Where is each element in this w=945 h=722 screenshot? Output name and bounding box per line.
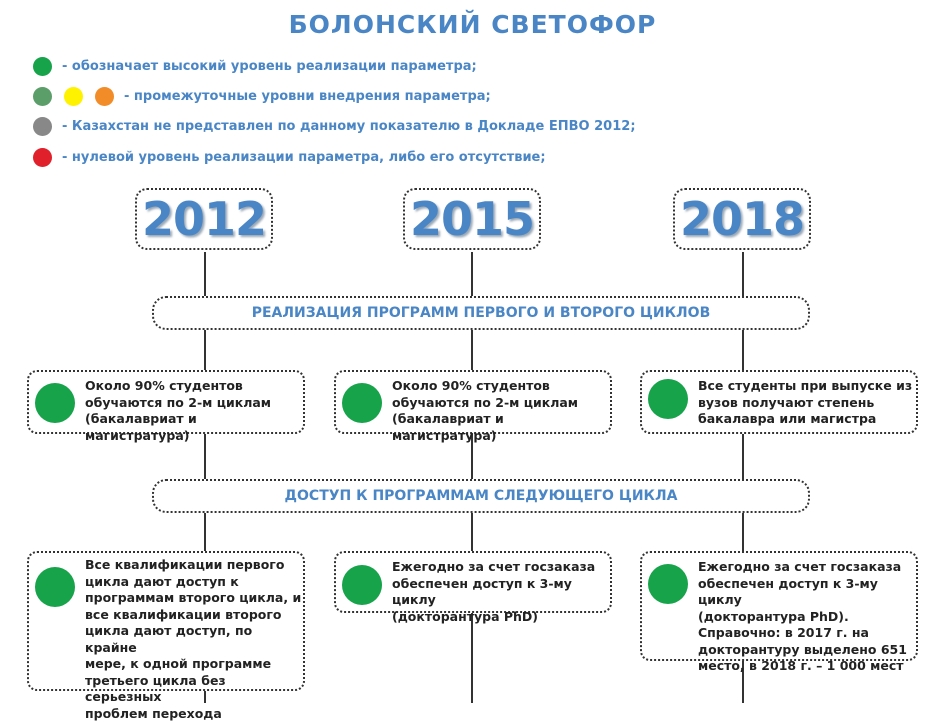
green-status-icon	[35, 567, 75, 607]
green-status-icon	[342, 383, 382, 423]
green-status-icon	[35, 383, 75, 423]
status-card-2012-cycles: Около 90% студентов обучаются по 2-м цик…	[27, 370, 305, 443]
green-status-icon	[342, 565, 382, 605]
status-card-2012-access: Все квалификации первого цикла дают дост…	[27, 551, 305, 721]
year-box-2012: 2012	[135, 188, 273, 250]
legend-label-intermediate: - промежуточные уровни внедрения парамет…	[124, 88, 491, 104]
section-header-next-cycle-access: ДОСТУП К ПРОГРАММАМ СЛЕДУЮЩЕГО ЦИКЛА	[152, 479, 810, 513]
card-text: Около 90% студентов обучаются по 2-м цик…	[392, 378, 579, 443]
year-label: 2012	[141, 192, 267, 246]
card-text: Около 90% студентов обучаются по 2-м цик…	[85, 378, 272, 443]
year-box-2015: 2015	[403, 188, 541, 250]
section-title: ДОСТУП К ПРОГРАММАМ СЛЕДУЮЩЕГО ЦИКЛА	[284, 488, 678, 504]
year-label: 2018	[679, 192, 805, 246]
page-title: БОЛОНСКИЙ СВЕТОФОР	[288, 10, 657, 39]
year-box-2018: 2018	[673, 188, 811, 250]
green-dot-icon	[33, 56, 52, 76]
legend-row-not-represented: - Казахстан не представлен по данному по…	[33, 115, 636, 137]
card-text: Все студенты при выпуске из вузов получа…	[698, 378, 913, 426]
card-text: Ежегодно за счет госзаказа обеспечен дос…	[698, 559, 907, 673]
timeline-line-2015	[471, 252, 473, 703]
orange-dot-icon	[95, 86, 114, 106]
legend-row-high: - обозначает высокий уровень реализации …	[33, 55, 477, 77]
muted-green-dot-icon	[33, 86, 52, 106]
status-card-2018-cycles: Все студенты при выпуске из вузов получа…	[640, 370, 918, 434]
green-status-icon	[648, 564, 688, 604]
year-label: 2015	[409, 192, 535, 246]
status-card-2015-access: Ежегодно за счет госзаказа обеспечен дос…	[334, 551, 612, 624]
legend-label-high: - обозначает высокий уровень реализации …	[62, 58, 477, 74]
status-card-2018-access: Ежегодно за счет госзаказа обеспечен дос…	[640, 551, 918, 673]
section-title: РЕАЛИЗАЦИЯ ПРОГРАММ ПЕРВОГО И ВТОРОГО ЦИ…	[251, 305, 711, 321]
card-text: Все квалификации первого цикла дают дост…	[85, 557, 302, 721]
legend-label-zero: - нулевой уровень реализации параметра, …	[62, 149, 546, 165]
red-dot-icon	[33, 147, 52, 167]
section-header-first-second-cycle: РЕАЛИЗАЦИЯ ПРОГРАММ ПЕРВОГО И ВТОРОГО ЦИ…	[152, 296, 810, 330]
legend-row-intermediate: - промежуточные уровни внедрения парамет…	[33, 85, 491, 107]
gray-dot-icon	[33, 116, 52, 136]
card-text: Ежегодно за счет госзаказа обеспечен дос…	[392, 559, 596, 624]
green-status-icon	[648, 379, 688, 419]
legend-row-zero: - нулевой уровень реализации параметра, …	[33, 146, 546, 168]
yellow-dot-icon	[64, 86, 83, 106]
status-card-2015-cycles: Около 90% студентов обучаются по 2-м цик…	[334, 370, 612, 443]
timeline-line-2012	[204, 252, 206, 703]
legend-label-not-represented: - Казахстан не представлен по данному по…	[62, 118, 636, 134]
timeline-line-2018	[742, 252, 744, 703]
